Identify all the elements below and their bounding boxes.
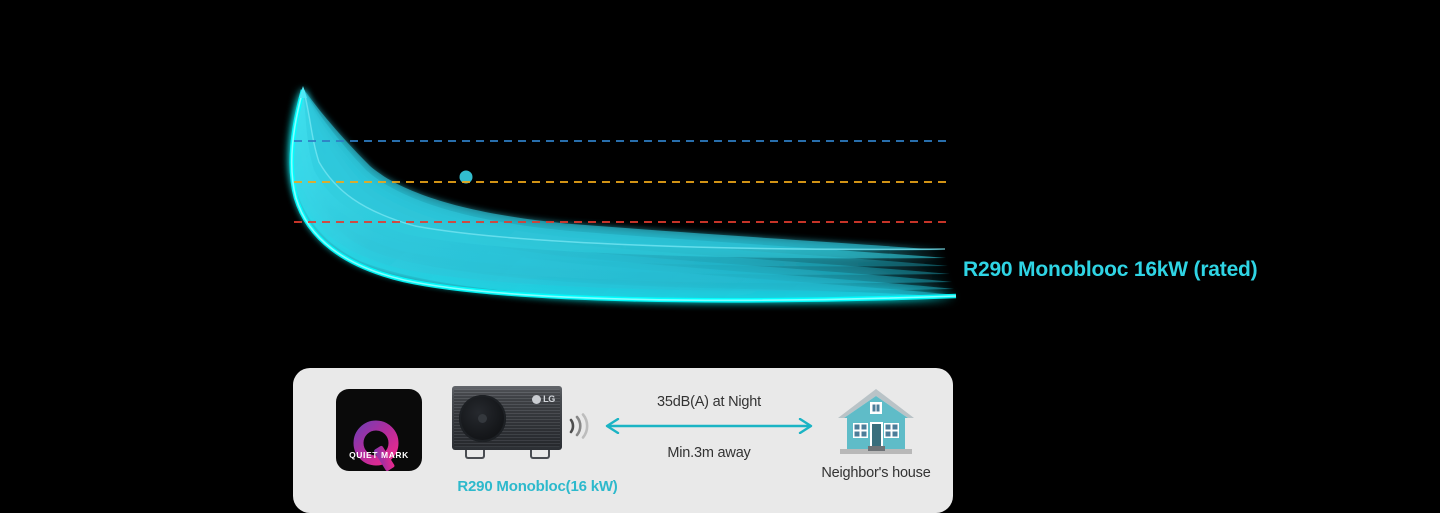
distance-indicator: 35dB(A) at Night Min.3m away [598, 394, 820, 461]
neighbor-house-group: Neighbor's house [801, 386, 951, 481]
lg-logo-circle [532, 394, 542, 404]
heat-pump-unit-image: LG [452, 386, 562, 459]
unit-foot-left [465, 450, 485, 459]
info-panel: QUIET MARK LG R290 Monobloc(16 kW) [293, 368, 953, 513]
noise-level-infographic: R290 Monoblooc 16kW (rated) QUIET MARK [289, 86, 1258, 513]
quiet-mark-badge: QUIET MARK [336, 389, 422, 471]
heat-pump-unit-group: LG R290 Monobloc(16 kW) [445, 386, 630, 495]
house-icon [838, 389, 914, 454]
lg-logo: LG [532, 394, 555, 404]
unit-caption: R290 Monobloc(16 kW) [457, 478, 618, 495]
sound-waves-icon [569, 413, 589, 439]
unit-feet [452, 450, 562, 459]
quiet-mark-q-icon [353, 420, 399, 471]
ribbon-apex [299, 86, 307, 98]
double-headed-arrow-icon [605, 417, 813, 435]
unit-body: LG [452, 386, 562, 450]
unit-fan-grille [459, 395, 506, 442]
ribbon-neon-edge-highlight [290, 89, 957, 302]
min-distance-label: Min.3m away [667, 445, 751, 461]
sound-pressure-chart: R290 Monoblooc 16kW (rated) [289, 86, 1258, 303]
curve-series-label: R290 Monoblooc 16kW (rated) [963, 258, 1258, 281]
data-point-marker [459, 170, 473, 184]
neighbor-house-label: Neighbor's house [821, 465, 931, 481]
ribbon-band-layers [290, 88, 957, 299]
night-noise-label: 35dB(A) at Night [657, 394, 761, 410]
lg-logo-text: LG [543, 394, 555, 404]
ribbon-upper-edge [302, 87, 946, 251]
unit-foot-right [530, 450, 550, 459]
chart-canvas [289, 86, 957, 303]
quiet-mark-label: QUIET MARK [349, 450, 409, 460]
